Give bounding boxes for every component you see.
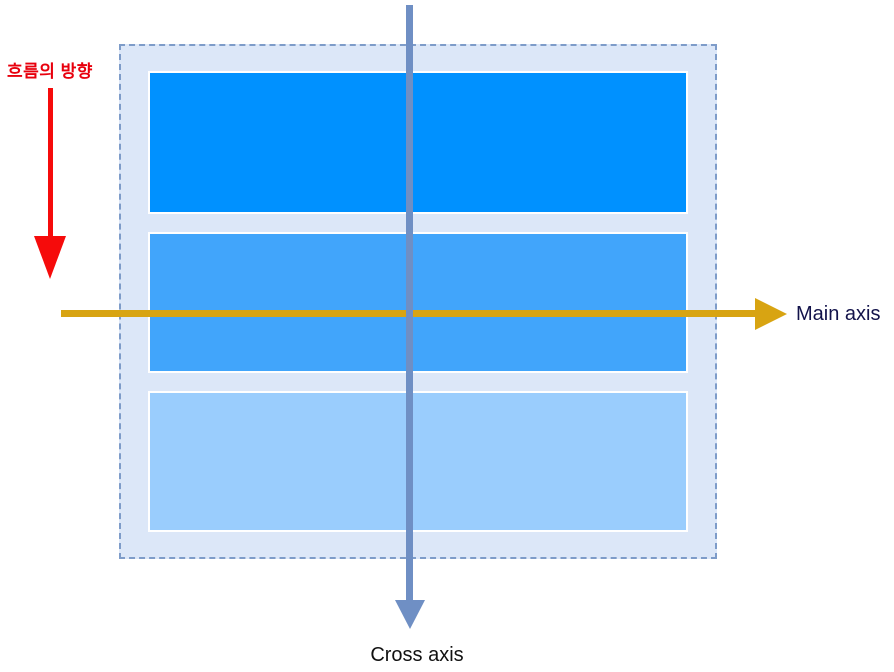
flow-direction-arrow-shaft-icon: [48, 88, 53, 238]
cross-axis-label: Cross axis: [370, 644, 464, 666]
flex-item-3: [148, 391, 688, 533]
main-axis-label: Main axis: [796, 303, 881, 325]
flow-direction-label: 흐름의 방향: [7, 62, 93, 81]
cross-axis-arrowhead-icon: [395, 600, 425, 629]
flex-container: [119, 44, 717, 559]
cross-axis-line: [406, 5, 413, 603]
flex-item-1: [148, 71, 688, 214]
flow-direction-arrowhead-icon: [34, 236, 66, 279]
main-axis-arrowhead-icon: [755, 298, 787, 330]
flex-item-2: [148, 231, 688, 373]
